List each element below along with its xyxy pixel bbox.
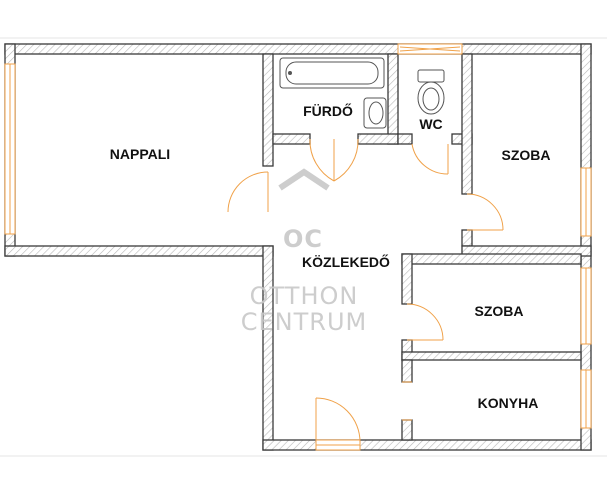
door-konyha	[402, 381, 412, 421]
room-label-szoba1: SZOBA	[502, 147, 551, 163]
room-label-konyha: KONYHA	[478, 395, 539, 411]
watermark-line1: OTTHON	[250, 282, 359, 310]
door-entrance	[315, 397, 361, 451]
door-furdo	[309, 138, 359, 182]
interior-walls	[262, 53, 592, 441]
watermark-line2: CENTRUM	[241, 308, 367, 336]
watermark-logo: OC	[283, 225, 323, 253]
sink-icon	[363, 97, 387, 129]
room-label-nappali: NAPPALI	[110, 146, 170, 162]
door-wc	[411, 143, 449, 175]
bathtub-icon	[279, 57, 385, 89]
door-szoba2	[406, 303, 444, 341]
windows	[4, 43, 592, 429]
toilet-icon	[417, 69, 445, 115]
room-label-kozlekedo: KÖZLEKEDŐ	[302, 253, 390, 270]
room-label-wc: WC	[419, 116, 442, 132]
door-szoba1	[466, 193, 504, 231]
watermark: OC OTTHON CENTRUM	[241, 168, 367, 336]
room-label-furdo: FÜRDŐ	[303, 102, 353, 119]
door-nappali	[227, 171, 269, 213]
house-roof-icon	[278, 168, 330, 191]
doors	[227, 138, 504, 451]
room-label-szoba2: SZOBA	[475, 303, 524, 319]
